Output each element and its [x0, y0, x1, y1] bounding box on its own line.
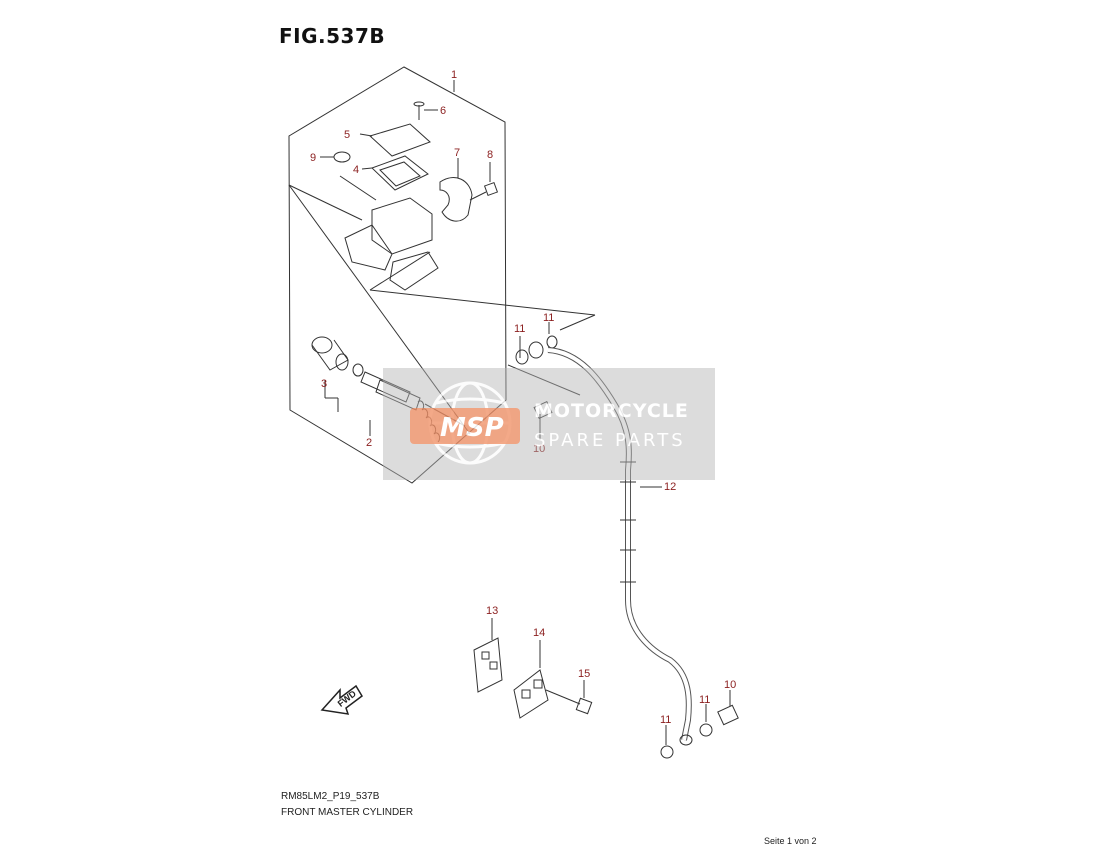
- watermark-line1: MOTORCYCLE: [534, 400, 689, 422]
- watermark: MSP MOTORCYCLE SPARE PARTS: [383, 368, 715, 480]
- cap-9-part: [320, 151, 351, 163]
- master-cylinder-body: [339, 175, 439, 291]
- figure-name: FRONT MASTER CYLINDER: [281, 807, 414, 818]
- piston-boot-3-part: [311, 336, 364, 412]
- callout-11-top-left: 11: [514, 323, 525, 335]
- callout-10-top: 10: [533, 443, 545, 455]
- callout-15: 15: [578, 668, 590, 680]
- callout-8: 8: [487, 149, 493, 161]
- callout-5: 5: [344, 129, 350, 141]
- banjo-bolt-10-top-part: [533, 400, 553, 440]
- callout-4: 4: [353, 164, 359, 176]
- figure-title: FIG.537B: [279, 24, 386, 48]
- figure-code: RM85LM2_P19_537B: [281, 791, 380, 802]
- callout-10-bottom-right: 10: [724, 679, 736, 691]
- callout-9: 9: [310, 152, 316, 164]
- callout-13: 13: [486, 605, 498, 617]
- callout-6: 6: [440, 105, 446, 117]
- fwd-arrow-icon: [320, 684, 363, 715]
- callout-12: 12: [664, 481, 676, 493]
- washer-11-bottom-parts: [660, 704, 713, 759]
- bolt-8-part: [469, 162, 499, 201]
- callout-2: 2: [366, 437, 372, 449]
- clamp-7-part: [439, 158, 473, 222]
- callout-7: 7: [454, 147, 460, 159]
- callout-14: 14: [533, 627, 545, 639]
- callout-11-bottom-left: 11: [660, 714, 671, 726]
- banjo-bolt-10-bottom-part: [717, 690, 739, 726]
- assembly-outline: [288, 66, 507, 484]
- watermark-line2: SPARE PARTS: [534, 430, 686, 451]
- leader-line: [288, 184, 471, 435]
- callout-labels: 1 2 3 4 5 6 7 8 9 10 10 11 11 11 11 12 1…: [310, 69, 736, 726]
- callout-11-top-right: 11: [543, 312, 554, 324]
- clip-14-part: [513, 640, 549, 719]
- brake-hose-12-part: [547, 347, 693, 746]
- page-indicator: Seite 1 von 2: [764, 836, 817, 846]
- bolt-15-part: [545, 680, 593, 715]
- callout-1: 1: [451, 69, 457, 81]
- clip-13-part: [473, 618, 503, 693]
- watermark-badge: MSP: [440, 413, 504, 443]
- callout-11-bottom-right: 11: [699, 694, 710, 706]
- reservoir-cap-5-part: [359, 123, 431, 157]
- screw-6-part: [413, 101, 438, 120]
- callout-3: 3: [321, 378, 327, 390]
- diaphragm-4-part: [361, 155, 429, 191]
